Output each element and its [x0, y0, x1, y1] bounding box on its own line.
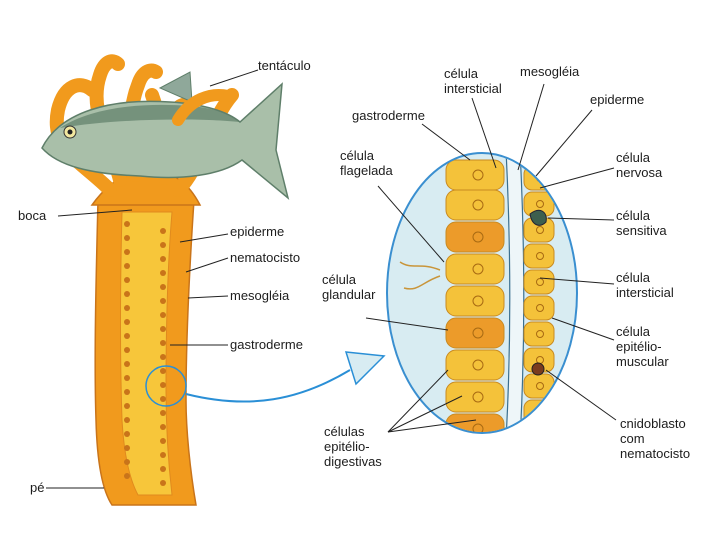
label-epiderme-top: epiderme — [590, 92, 644, 107]
label-nematocisto: nematocisto — [230, 250, 300, 265]
cell-dot — [124, 305, 130, 311]
cell-dot — [160, 242, 166, 248]
cnidoblast — [532, 363, 544, 375]
gastroderm-cell — [446, 414, 504, 444]
gastroderm-cell — [446, 254, 504, 284]
cell-dot — [160, 396, 166, 402]
cell-dot — [124, 319, 130, 325]
label-pe: pé — [30, 480, 44, 495]
cell-dot — [160, 270, 166, 276]
cell-nucleus — [537, 435, 544, 442]
label-mesogleia-left: mesogléia — [230, 288, 290, 303]
cell-dot — [124, 277, 130, 283]
epidermis-column — [524, 166, 554, 450]
label-mesogleia-top: mesogléia — [520, 64, 580, 79]
epidermis-cell — [524, 322, 554, 346]
gastroderm-cell — [446, 350, 504, 380]
cell-nucleus — [537, 409, 544, 416]
zoom-arrow — [186, 370, 350, 402]
label-gastroderme-right: gastroderme — [352, 108, 425, 123]
cell-dot — [124, 263, 130, 269]
epidermis-cell — [524, 426, 554, 450]
cell-dot — [124, 235, 130, 241]
cell-dot — [160, 452, 166, 458]
gastroderm-column — [446, 160, 504, 444]
cell-dot — [124, 221, 130, 227]
cell-dot — [124, 459, 130, 465]
fish-fin — [160, 72, 192, 102]
cell-dot — [124, 431, 130, 437]
cell-dot — [160, 228, 166, 234]
epidermis-cell — [524, 374, 554, 398]
cell-dot — [124, 291, 130, 297]
cell-dot — [124, 375, 130, 381]
cell-dot — [160, 368, 166, 374]
cell-dot — [160, 312, 166, 318]
cell-dot — [124, 333, 130, 339]
gastroderm-cell — [446, 286, 504, 316]
cell-dot — [160, 438, 166, 444]
cell-dot — [124, 445, 130, 451]
zoom-arrowhead — [346, 352, 384, 384]
cell-dot — [160, 354, 166, 360]
epidermis-cell — [524, 296, 554, 320]
cell-dot — [160, 424, 166, 430]
cell-dot — [160, 410, 166, 416]
gastroderm-cell — [446, 190, 504, 220]
label-tentaculo: tentáculo — [258, 58, 311, 73]
cell-dot — [124, 249, 130, 255]
cell-dot — [124, 403, 130, 409]
label-gastroderme-left: gastroderme — [230, 337, 303, 352]
cell-dot — [160, 382, 166, 388]
cell-dot — [124, 361, 130, 367]
cell-dot — [124, 473, 130, 479]
epidermis-cell — [524, 244, 554, 268]
cell-dot — [124, 347, 130, 353]
gastroderm-cell — [446, 318, 504, 348]
cell-dot — [160, 326, 166, 332]
gastroderm-cell — [446, 222, 504, 252]
hydra-illustration — [42, 61, 288, 505]
tissue-zoom — [387, 150, 577, 450]
cell-dot — [160, 466, 166, 472]
cell-dot — [124, 389, 130, 395]
label-boca: boca — [18, 208, 47, 223]
cell-dot — [160, 284, 166, 290]
cell-dot — [160, 298, 166, 304]
cell-dot — [160, 480, 166, 486]
cell-dot — [160, 256, 166, 262]
epidermis-cell — [524, 270, 554, 294]
cell-dot — [124, 417, 130, 423]
cell-dot — [160, 340, 166, 346]
gastroderm-cell — [446, 382, 504, 412]
label-epiderme-left: epiderme — [230, 224, 284, 239]
